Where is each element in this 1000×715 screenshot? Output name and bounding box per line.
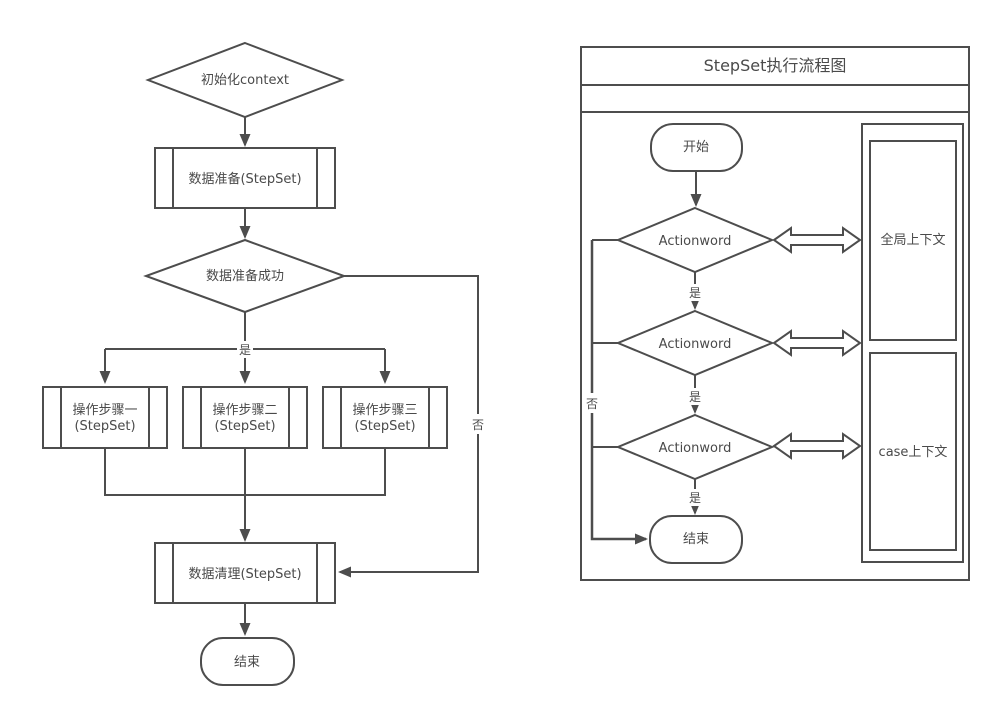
actionword-decision1-label: Actionword <box>659 234 732 249</box>
left-end-label: 结束 <box>234 655 260 670</box>
step1-label-line1: 操作步骤一 <box>72 402 137 418</box>
yes2-label: 是 <box>689 390 701 404</box>
left-flowchart: 初始化context 数据准备(StepSet) 数据准备成功 是 操作步骤一 … <box>42 41 486 686</box>
double-arrow-decision2-context-icon <box>772 329 862 357</box>
init-context-decision-label: 初始化context <box>201 73 289 88</box>
step2-label-line2: (StepSet) <box>214 419 275 434</box>
yes-label-bg <box>237 341 253 358</box>
right-flowchart: StepSet执行流程图 开始 Actionword 是 Actionword … <box>580 46 970 581</box>
global-context-box <box>869 140 957 341</box>
actionword-decision3-label: Actionword <box>659 441 732 456</box>
step3-label-line2: (StepSet) <box>354 419 415 434</box>
yes2-label-bg <box>688 388 703 405</box>
no-path-edge-right-chart <box>590 240 648 545</box>
right-end-label: 结束 <box>683 532 709 547</box>
step2-label-line1: 操作步骤二 <box>212 402 277 418</box>
double-arrow-decision3-context-icon <box>772 432 862 460</box>
case-context-label: case上下文 <box>879 445 948 460</box>
right-no-label-bg <box>585 393 600 413</box>
step3-box <box>322 386 448 449</box>
yes3-label-bg <box>688 489 703 506</box>
frame-title: StepSet执行流程图 <box>704 56 847 75</box>
data-cleanup-label: 数据清理(StepSet) <box>188 567 301 582</box>
no-label-bg <box>470 414 486 434</box>
data-prepare-label: 数据准备(StepSet) <box>188 171 301 187</box>
right-end-terminator <box>649 515 743 564</box>
yes1-label: 是 <box>689 286 701 300</box>
data-prepare-box <box>154 147 336 209</box>
case-context-box <box>869 352 957 551</box>
yes1-label-bg <box>688 284 703 301</box>
global-context-label: 全局上下文 <box>880 232 945 248</box>
yes3-label: 是 <box>689 491 701 505</box>
step1-box <box>42 386 168 449</box>
step1-label-line2: (StepSet) <box>74 419 135 434</box>
yes-label: 是 <box>239 343 251 357</box>
start-label: 开始 <box>683 140 709 155</box>
left-end-terminator <box>200 637 295 686</box>
double-arrow-decision1-context-icon <box>772 226 862 254</box>
actionword-decision2-label: Actionword <box>659 337 732 352</box>
step3-label-line1: 操作步骤三 <box>352 402 417 418</box>
prepare-success-decision-label: 数据准备成功 <box>206 268 284 284</box>
no-label: 否 <box>472 418 484 432</box>
step2-box <box>182 386 308 449</box>
right-no-label: 否 <box>586 397 598 411</box>
